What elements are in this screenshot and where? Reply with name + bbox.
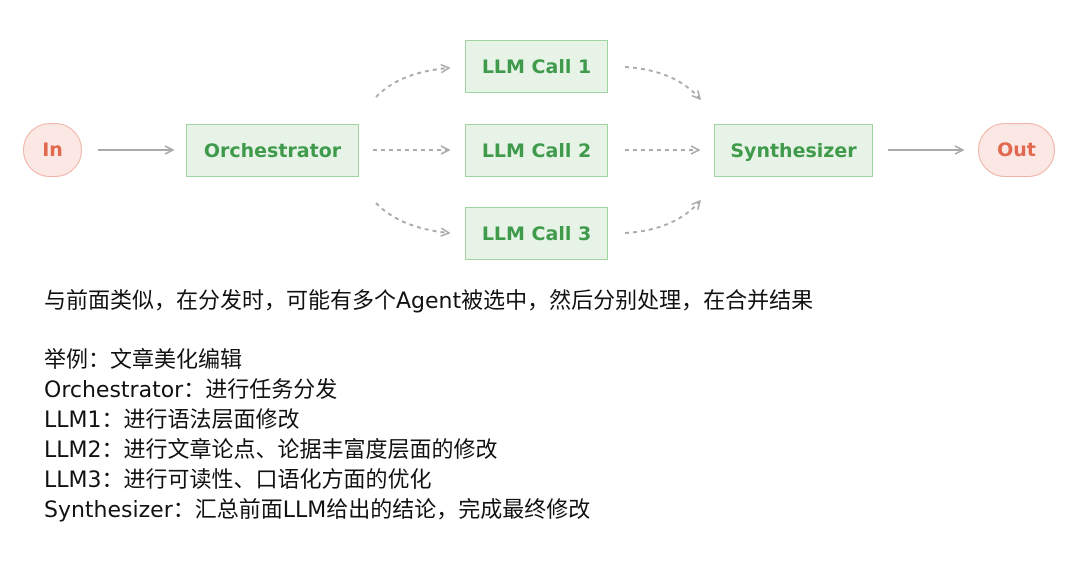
diagram-edges — [98, 0, 1079, 270]
llm-call-1-node: LLM Call 1 — [465, 40, 608, 93]
workflow-diagram: In Orchestrator LLM Call 1 LLM Call 2 LL… — [0, 0, 1079, 270]
example-orchestrator: Orchestrator：进行任务分发 — [44, 378, 338, 403]
example-llm1: LLM1：进行语法层面修改 — [44, 408, 300, 433]
llm-call-3-node: LLM Call 3 — [465, 207, 608, 260]
summary-text: 与前面类似，在分发时，可能有多个Agent被选中，然后分别处理，在合并结果 — [44, 289, 814, 314]
orchestrator-node: Orchestrator — [186, 124, 359, 177]
synthesizer-node: Synthesizer — [714, 124, 873, 177]
in-node: In — [23, 123, 82, 177]
arrow-llm3-to-synthesizer — [624, 201, 700, 234]
arrow-llm1-to-synthesizer — [624, 66, 700, 99]
example-synthesizer: Synthesizer：汇总前面LLM给出的结论，完成最终修改 — [44, 498, 591, 523]
example-list: 举例：文章美化编辑 Orchestrator：进行任务分发 LLM1：进行语法层… — [44, 346, 590, 526]
out-node: Out — [978, 123, 1055, 177]
llm-call-2-node: LLM Call 2 — [465, 124, 608, 177]
arrow-orchestrator-to-llm1 — [375, 68, 449, 98]
arrow-orchestrator-to-llm3 — [375, 202, 449, 233]
example-llm2: LLM2：进行文章论点、论据丰富度层面的修改 — [44, 438, 498, 463]
example-llm3: LLM3：进行可读性、口语化方面的优化 — [44, 468, 432, 493]
example-heading: 举例：文章美化编辑 — [44, 348, 243, 373]
